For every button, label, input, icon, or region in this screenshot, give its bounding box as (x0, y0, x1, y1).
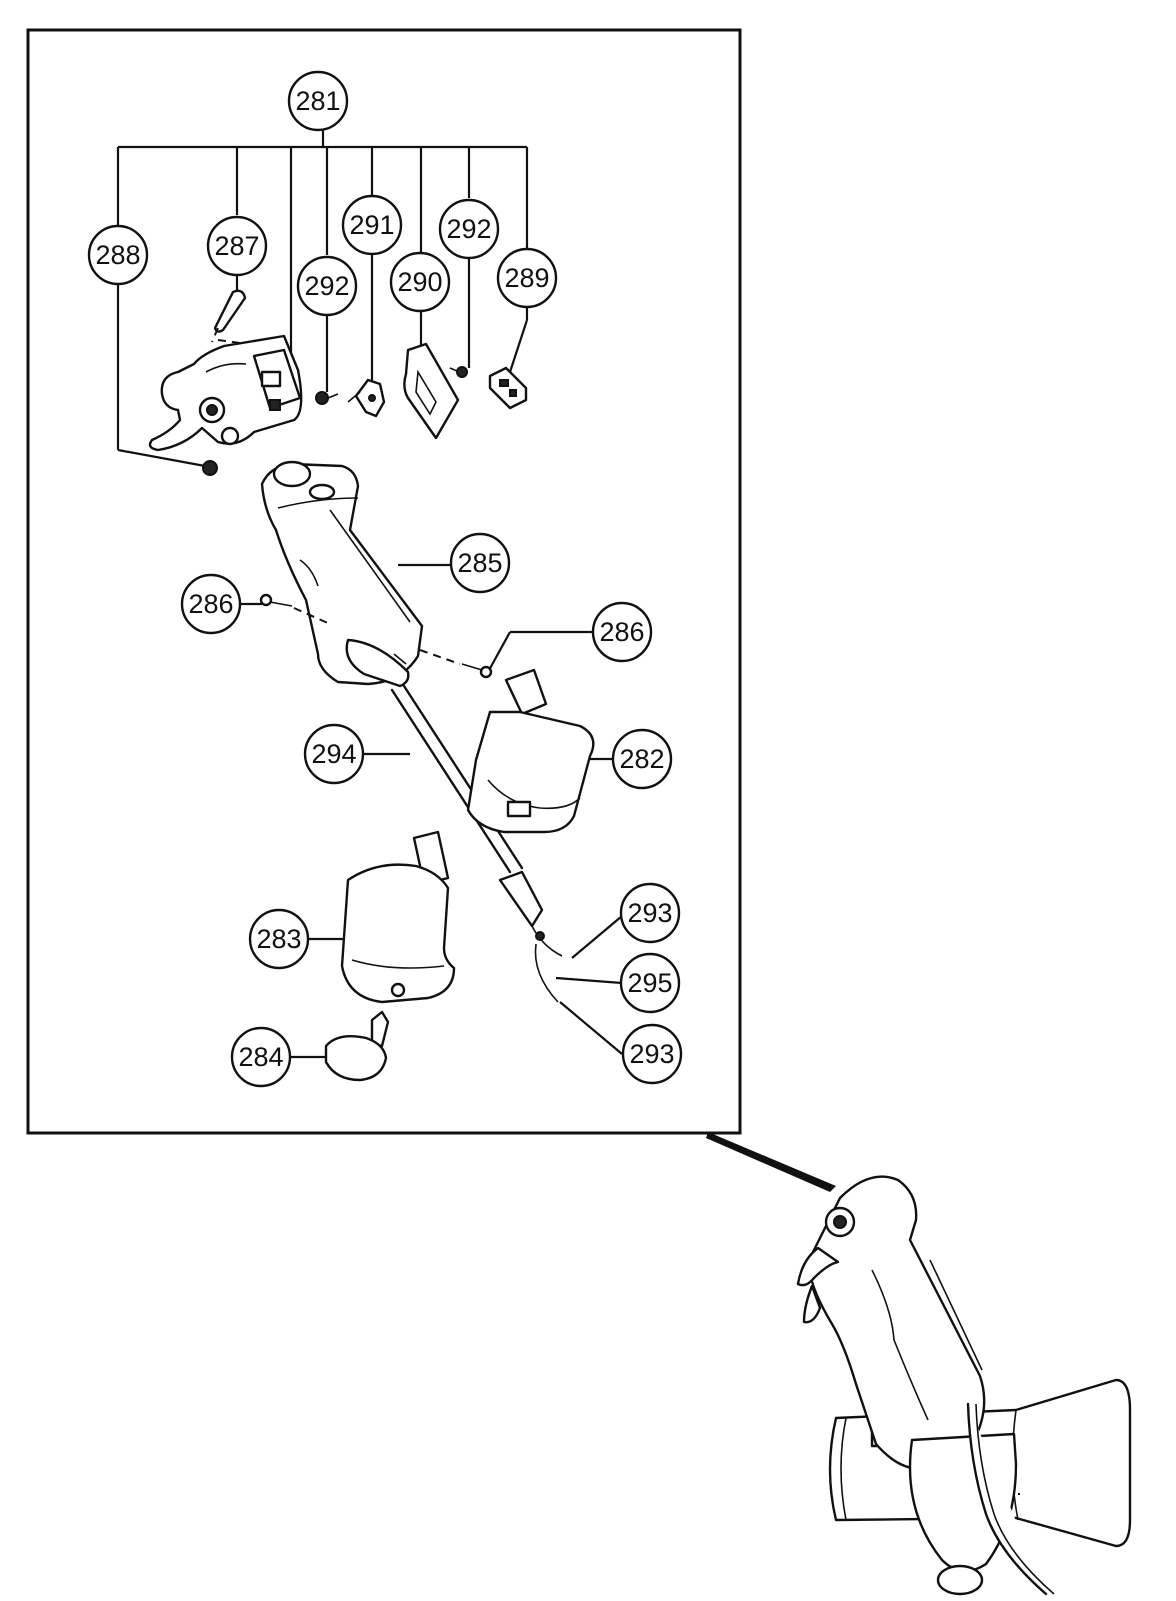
callout-284: 284 (230, 1026, 292, 1088)
callout-288-label: 288 (95, 240, 140, 270)
part-292-screw-b (449, 366, 468, 378)
part-285-grip (260, 460, 424, 688)
callout-290: 290 (389, 251, 451, 313)
callout-295: 295 (619, 952, 681, 1014)
leader-lines (116, 252, 623, 1059)
callout-294-label: 294 (311, 739, 356, 769)
callout-282: 282 (611, 728, 673, 790)
callout-292-a: 292 (296, 255, 358, 317)
part-290-plate (403, 342, 460, 440)
callout-291-label: 291 (349, 210, 394, 240)
part-289-block (488, 366, 528, 410)
part-288-nut (202, 460, 218, 476)
part-292-screw-a (315, 391, 339, 405)
callout-294: 294 (303, 723, 365, 785)
part-283-cover (340, 830, 456, 1004)
callout-287: 287 (206, 215, 268, 277)
callout-285: 285 (449, 532, 511, 594)
callout-283-label: 283 (256, 924, 301, 954)
callout-282-label: 282 (619, 744, 664, 774)
part-trigger-assembly (148, 334, 303, 452)
callout-286-left-label: 286 (188, 589, 233, 619)
callout-293-upper: 293 (619, 882, 681, 944)
callout-288: 288 (87, 224, 149, 286)
callout-292-a-label: 292 (304, 271, 349, 301)
callout-283: 283 (248, 908, 310, 970)
callout-289-label: 289 (504, 263, 549, 293)
detail-pointer (706, 1132, 836, 1192)
callout-289: 289 (496, 247, 558, 309)
callout-293-lower-label: 293 (629, 1039, 674, 1069)
part-286-screw-right (419, 649, 493, 679)
bracket-281 (116, 130, 529, 370)
callout-292-b-label: 292 (446, 214, 491, 244)
assembled-view (796, 1175, 1132, 1596)
callout-281-label: 281 (295, 86, 340, 116)
callout-286-right: 286 (591, 601, 653, 663)
part-282-cover (466, 668, 595, 834)
part-291-clip (347, 378, 386, 418)
callout-284-label: 284 (238, 1042, 283, 1072)
callout-281: 281 (287, 70, 349, 132)
callout-290-label: 290 (397, 267, 442, 297)
callout-285-label: 285 (457, 548, 502, 578)
callout-293-upper-label: 293 (627, 898, 672, 928)
part-294-rod (390, 684, 563, 1003)
callout-291: 291 (341, 194, 403, 256)
callout-286-left: 286 (180, 573, 242, 635)
detail-frame (26, 28, 742, 1135)
callout-287-label: 287 (214, 231, 259, 261)
part-287-pin (211, 289, 247, 343)
callout-286-right-label: 286 (599, 617, 644, 647)
callout-292-b: 292 (438, 198, 500, 260)
part-286-screw-left (259, 593, 331, 625)
callout-293-lower: 293 (621, 1023, 683, 1085)
callout-295-label: 295 (627, 968, 672, 998)
part-284-knob (324, 1010, 390, 1082)
